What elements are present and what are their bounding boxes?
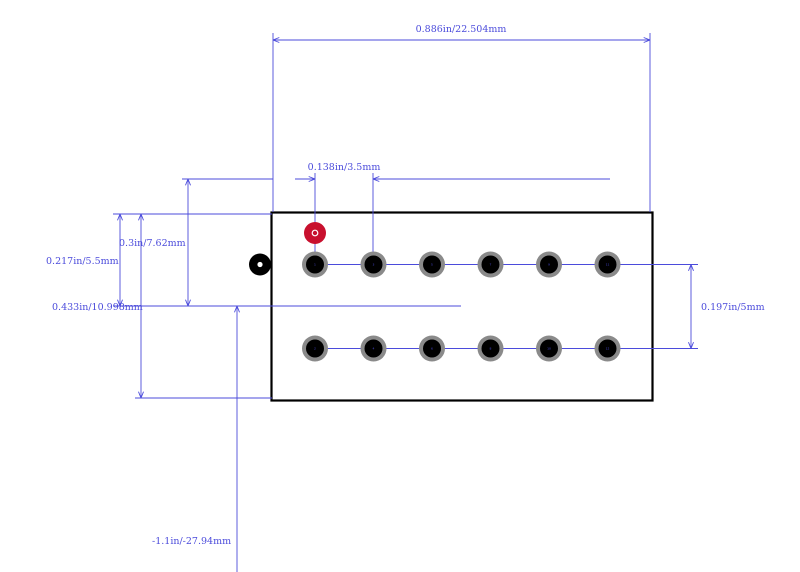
pad-hole <box>540 339 558 358</box>
black-dot-icon <box>249 253 271 276</box>
pad-1: 1 <box>302 251 328 278</box>
pad-hole <box>306 255 324 274</box>
pad-hole <box>540 255 558 274</box>
pad-2: 2 <box>302 335 328 362</box>
pad-hole <box>598 339 617 358</box>
red-circle-icon <box>304 222 326 244</box>
pin-number-label: 5 <box>431 263 433 267</box>
pin-number-label: 4 <box>373 347 375 351</box>
pad-hole <box>423 339 441 358</box>
pin-number-label: 10 <box>547 347 551 351</box>
pin-pitch-label: 0.138in/3.5mm <box>308 162 381 173</box>
pad-hole <box>423 255 441 274</box>
pad-group: 1 3 5 7 9 11 2 4 6 8 10 12 <box>302 251 621 362</box>
pad-hole <box>364 255 383 274</box>
origin-offset-label: -1.1in/-27.94mm <box>152 536 231 547</box>
pad-9: 9 <box>536 251 562 278</box>
pin-number-label: 7 <box>490 263 492 267</box>
pin-number-label: 11 <box>606 263 610 267</box>
pad-hole <box>598 255 617 274</box>
pad-hole <box>306 339 324 358</box>
pad-12: 12 <box>594 335 621 362</box>
dimension-lines <box>113 33 698 572</box>
pin-number-label: 12 <box>606 347 610 351</box>
row-spacing-label: 0.197in/5mm <box>701 302 765 313</box>
pin-number-label: 9 <box>548 263 550 267</box>
body-height-label: 0.433in/10.998mm <box>52 302 143 313</box>
pad-6: 6 <box>419 335 445 362</box>
row-spacing-imperial-label: 0.3in/7.62mm <box>119 238 186 249</box>
pad-10: 10 <box>536 335 562 362</box>
pad-hole <box>481 255 500 274</box>
pad-4: 4 <box>360 335 387 362</box>
pin-number-label: 2 <box>314 347 316 351</box>
component-outline <box>270 211 654 402</box>
pin-number-label: 1 <box>314 263 316 267</box>
pin-number-label: 8 <box>490 347 492 351</box>
pin-number-label: 3 <box>373 263 375 267</box>
overall-width-label: 0.886in/22.504mm <box>416 24 507 35</box>
pad-5: 5 <box>419 251 445 278</box>
pad-hole <box>364 339 383 358</box>
pad-3: 3 <box>360 251 387 278</box>
pad-hole <box>481 339 500 358</box>
pad-11: 11 <box>594 251 621 278</box>
pad-7: 7 <box>477 251 504 278</box>
body-offset-label: 0.217in/5.5mm <box>46 256 119 267</box>
pin-number-label: 6 <box>431 347 433 351</box>
pad-8: 8 <box>477 335 504 362</box>
